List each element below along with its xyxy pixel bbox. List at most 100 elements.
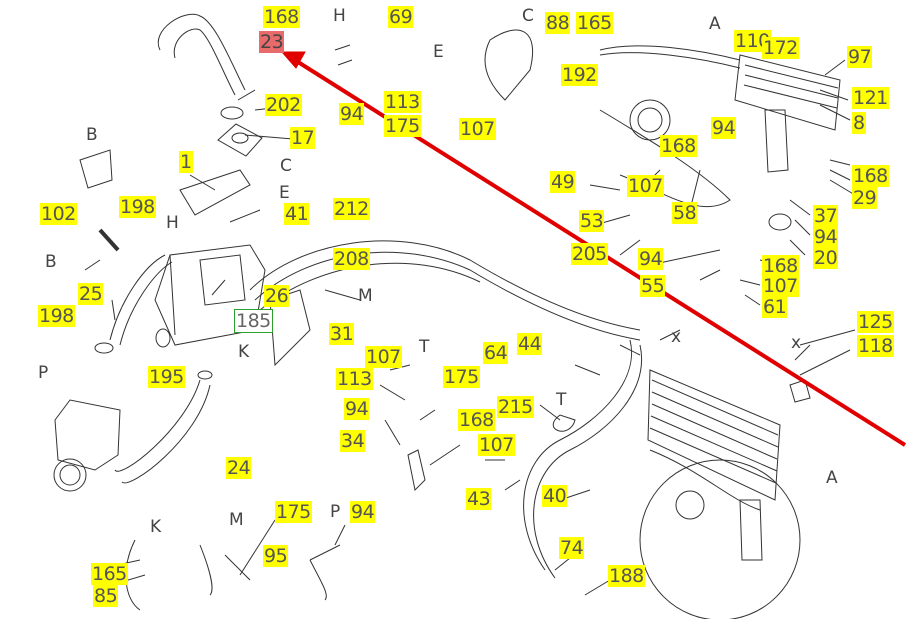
bracket-b <box>79 149 113 189</box>
view-letter-c: C <box>522 6 534 26</box>
callout-8[interactable]: 8 <box>852 112 866 134</box>
callout-107[interactable]: 107 <box>478 434 515 456</box>
callout-25[interactable]: 25 <box>78 283 104 305</box>
callout-165[interactable]: 165 <box>576 12 613 34</box>
callout-69[interactable]: 69 <box>388 6 414 28</box>
callout-85[interactable]: 85 <box>93 585 119 607</box>
callout-102[interactable]: 102 <box>40 203 77 225</box>
upper-hose <box>157 13 246 96</box>
callout-97[interactable]: 97 <box>847 46 873 68</box>
callout-94[interactable]: 94 <box>638 248 664 270</box>
callout-195[interactable]: 195 <box>148 366 185 388</box>
callout-94[interactable]: 94 <box>350 501 376 523</box>
callout-198[interactable]: 198 <box>38 305 75 327</box>
callout-185[interactable]: 185 <box>234 309 273 333</box>
red-arrow-head <box>280 51 306 69</box>
callout-24[interactable]: 24 <box>226 457 252 479</box>
view-letter-t: T <box>556 390 567 410</box>
callout-43[interactable]: 43 <box>466 488 492 510</box>
callout-29[interactable]: 29 <box>852 187 878 209</box>
callout-192[interactable]: 192 <box>561 64 598 86</box>
view-letter-m: M <box>229 510 244 530</box>
callout-94[interactable]: 94 <box>339 103 365 125</box>
view-letter-h: H <box>333 6 346 26</box>
callout-94[interactable]: 94 <box>813 226 839 248</box>
callout-107[interactable]: 107 <box>459 118 496 140</box>
callout-107[interactable]: 107 <box>365 346 402 368</box>
callout-215[interactable]: 215 <box>497 396 534 418</box>
view-letter-a: A <box>826 468 838 488</box>
view-letter-k: K <box>238 342 250 362</box>
callout-175[interactable]: 175 <box>443 366 480 388</box>
callout-37[interactable]: 37 <box>813 205 839 227</box>
callout-172[interactable]: 172 <box>762 37 799 59</box>
callout-202[interactable]: 202 <box>265 94 302 116</box>
callout-188[interactable]: 188 <box>608 565 645 587</box>
callout-94[interactable]: 94 <box>344 398 370 420</box>
condenser <box>647 369 781 501</box>
callout-53[interactable]: 53 <box>579 210 605 232</box>
callout-74[interactable]: 74 <box>559 537 585 559</box>
callout-17[interactable]: 17 <box>290 127 316 149</box>
view-letter-p: P <box>38 363 49 383</box>
callout-212[interactable]: 212 <box>333 198 370 220</box>
callout-113[interactable]: 113 <box>336 368 373 390</box>
view-letter-t: T <box>419 337 430 357</box>
callout-121[interactable]: 121 <box>852 87 889 109</box>
callout-113[interactable]: 113 <box>384 91 421 113</box>
callout-94[interactable]: 94 <box>711 117 737 139</box>
callout-168[interactable]: 168 <box>660 135 697 157</box>
lower-hose <box>114 379 201 472</box>
callout-125[interactable]: 125 <box>857 311 894 333</box>
view-letter-h: H <box>166 213 179 233</box>
view-letter-a: A <box>709 14 721 34</box>
callout-107[interactable]: 107 <box>762 275 799 297</box>
callout-175[interactable]: 175 <box>384 115 421 137</box>
bracket-34 <box>407 449 426 492</box>
view-letter-m: M <box>358 286 373 306</box>
view-letter-e: E <box>433 42 444 62</box>
drive-belt <box>599 45 741 69</box>
callout-58[interactable]: 58 <box>672 202 698 224</box>
callout-198[interactable]: 198 <box>119 196 156 218</box>
bracket-31 <box>269 289 311 367</box>
detail-circle-a <box>639 459 801 619</box>
callout-118[interactable]: 118 <box>857 335 894 357</box>
callout-168[interactable]: 168 <box>852 165 889 187</box>
callout-49[interactable]: 49 <box>550 171 576 193</box>
callout-168[interactable]: 168 <box>762 255 799 277</box>
callout-20[interactable]: 20 <box>813 247 839 269</box>
callout-41[interactable]: 41 <box>284 203 310 225</box>
callout-165[interactable]: 165 <box>91 563 128 585</box>
callout-23-selected[interactable]: 23 <box>259 31 285 53</box>
detail-c <box>484 29 534 101</box>
view-letter-x: x <box>671 327 682 347</box>
callout-107[interactable]: 107 <box>627 175 664 197</box>
flange-plate <box>217 123 263 157</box>
callout-208[interactable]: 208 <box>333 248 370 270</box>
callout-95[interactable]: 95 <box>263 545 289 567</box>
view-letter-e: E <box>279 183 290 203</box>
radiator <box>734 54 841 131</box>
callout-34[interactable]: 34 <box>340 430 366 452</box>
callout-88[interactable]: 88 <box>545 12 571 34</box>
view-letter-p: P <box>330 502 341 522</box>
callout-205[interactable]: 205 <box>571 243 608 265</box>
callout-31[interactable]: 31 <box>329 323 355 345</box>
callout-110[interactable]: 110 <box>734 30 771 52</box>
compressor <box>629 99 671 141</box>
receiver-drier <box>764 109 789 173</box>
callout-168[interactable]: 168 <box>458 409 495 431</box>
callout-55[interactable]: 55 <box>640 275 666 297</box>
callout-175[interactable]: 175 <box>275 501 312 523</box>
callout-61[interactable]: 61 <box>762 296 788 318</box>
callout-40[interactable]: 40 <box>542 485 568 507</box>
callout-1[interactable]: 1 <box>179 151 193 173</box>
callout-168[interactable]: 168 <box>263 6 300 28</box>
view-letter-x: x <box>791 333 802 353</box>
callout-26[interactable]: 26 <box>264 285 290 307</box>
callout-64[interactable]: 64 <box>483 342 509 364</box>
callout-44[interactable]: 44 <box>517 333 543 355</box>
blower-unit <box>54 399 121 471</box>
